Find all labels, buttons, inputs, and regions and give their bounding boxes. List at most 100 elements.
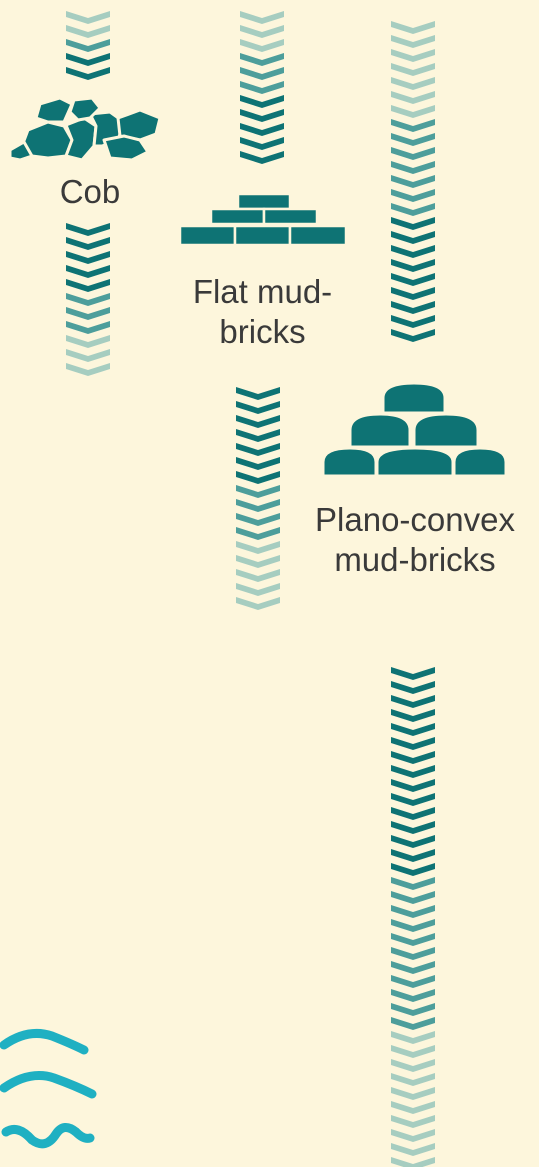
chevron-mark [236,513,280,526]
chevron-mark [391,681,435,694]
chevron-mark [66,67,110,80]
chevron-mark [66,25,110,38]
cob-stones-icon [8,96,162,162]
chevron-mark [240,67,284,80]
chevron-mark [391,863,435,876]
chevron-mark [236,429,280,442]
flat-chevrons-bottom [236,387,280,610]
chevron-mark [66,335,110,348]
chevron-mark [66,39,110,52]
chevron-mark [391,175,435,188]
chevron-mark [240,95,284,108]
chevron-mark [236,527,280,540]
chevron-mark [391,709,435,722]
cob-label: Cob [59,173,121,210]
chevron-mark [391,1003,435,1016]
chevron-mark [240,11,284,24]
chevron-mark [66,293,110,306]
chevron-mark [391,287,435,300]
chevron-mark [391,737,435,750]
chevron-mark [66,321,110,334]
chevron-mark [391,793,435,806]
chevron-mark [391,49,435,62]
flat-chevrons-top [240,11,284,164]
chevron-mark [391,1017,435,1030]
chevron-mark [391,315,435,328]
chevron-mark [391,961,435,974]
chevron-mark [236,555,280,568]
planoconvex-chevrons-top [391,21,435,342]
chevron-mark [66,279,110,292]
chevron-mark [391,667,435,680]
chevron-mark [236,415,280,428]
chevron-mark [391,723,435,736]
chevron-mark [391,695,435,708]
chevron-mark [391,919,435,932]
chevron-mark [391,751,435,764]
chevron-mark [391,329,435,342]
chevron-mark [391,1115,435,1128]
chevron-mark [391,119,435,132]
chevron-mark [66,237,110,250]
chevron-mark [240,123,284,136]
chevron-mark [66,363,110,376]
chevron-mark [391,63,435,76]
chevron-mark [391,231,435,244]
chevron-mark [66,53,110,66]
chevron-mark [391,989,435,1002]
chevron-mark [236,499,280,512]
chevron-mark [391,905,435,918]
chevron-mark [391,891,435,904]
chevron-mark [236,569,280,582]
chevron-mark [391,835,435,848]
chevron-mark [240,137,284,150]
chevron-mark [391,975,435,988]
plano-convex-mud-bricks-label: Plano-convex mud-bricks [315,501,515,578]
chevron-mark [240,25,284,38]
chevron-mark [236,387,280,400]
chevron-mark [391,35,435,48]
chevron-mark [391,147,435,160]
chevron-mark [240,39,284,52]
chevron-mark [66,11,110,24]
chevron-mark [391,765,435,778]
chevron-mark [236,583,280,596]
chevron-mark [240,81,284,94]
chevron-mark [236,471,280,484]
chevron-mark [391,105,435,118]
chevron-mark [66,307,110,320]
chevron-mark [391,1045,435,1058]
chevron-mark [240,109,284,122]
chevron-mark [391,1143,435,1156]
chevron-mark [391,91,435,104]
chevron-mark [391,1031,435,1044]
chevron-mark [391,77,435,90]
chevron-mark [236,541,280,554]
chevron-mark [391,217,435,230]
chevron-mark [391,133,435,146]
chevron-mark [391,259,435,272]
chevron-mark [391,21,435,34]
chevron-mark [240,53,284,66]
chevron-mark [391,1129,435,1142]
cob-chevrons-top [66,11,110,80]
planoconvex-chevrons-bottom [391,667,435,1167]
chevron-mark [391,933,435,946]
chevron-mark [66,265,110,278]
chevron-mark [236,443,280,456]
chevron-mark [66,349,110,362]
chevron-mark [391,1087,435,1100]
chevron-mark [240,151,284,164]
chevron-mark [391,779,435,792]
chevron-mark [391,1101,435,1114]
chevron-mark [236,401,280,414]
chevron-mark [391,301,435,314]
chevron-mark [391,877,435,890]
cob-chevrons-bottom [66,223,110,376]
chevron-mark [66,223,110,236]
chevron-mark [391,807,435,820]
water-waves-icon [0,1029,97,1149]
chevron-mark [236,485,280,498]
chevron-mark [391,161,435,174]
